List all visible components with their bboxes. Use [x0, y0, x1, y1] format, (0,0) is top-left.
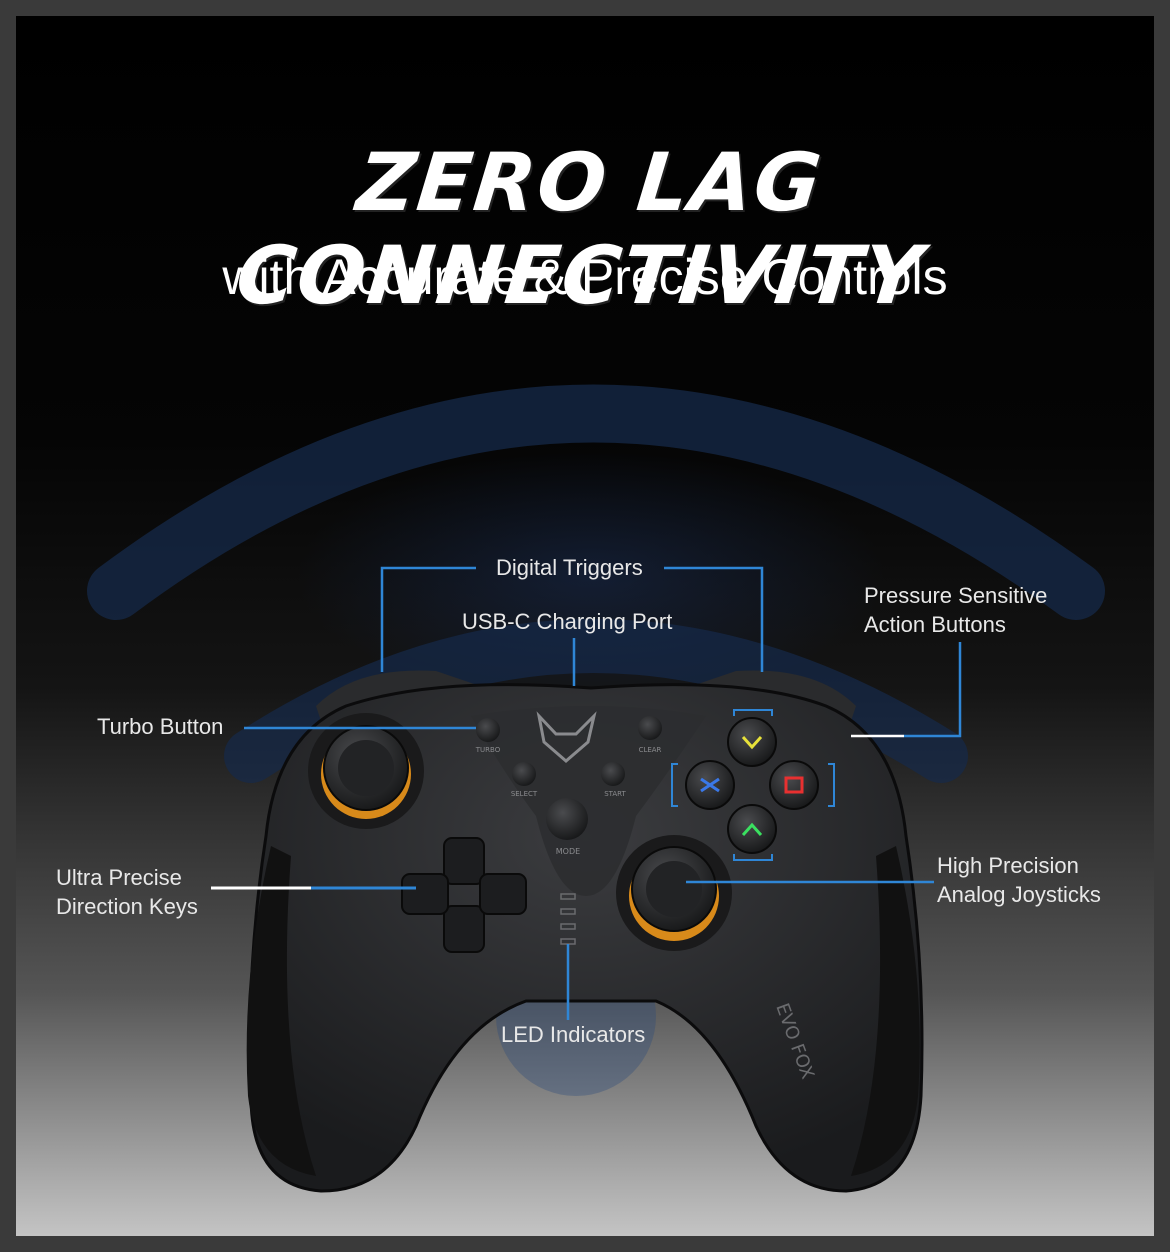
- mode-key-label: MODE: [556, 847, 580, 856]
- subheadline: with Accurate & Precise Controls: [222, 249, 948, 305]
- turbo-key-label: TURBO: [475, 746, 501, 754]
- callout-direction-line2: Direction Keys: [56, 894, 198, 919]
- callout-usb-c-port: USB-C Charging Port: [462, 609, 673, 634]
- callout-pressure-line2: Action Buttons: [864, 612, 1006, 637]
- gamepad-controller: TURBO CLEAR SELECT START MODE EVO FOX: [246, 670, 924, 1193]
- start-key-label: START: [604, 790, 626, 798]
- callout-joystick-line1: High Precision: [937, 853, 1079, 878]
- callout-joystick-line2: Analog Joysticks: [937, 882, 1101, 907]
- callout-direction-line1: Ultra Precise: [56, 865, 182, 890]
- callout-turbo-button: Turbo Button: [97, 714, 224, 739]
- callout-pressure-line1: Pressure Sensitive: [864, 583, 1048, 608]
- callout-led-indicators: LED Indicators: [501, 1022, 646, 1047]
- clear-key-label: CLEAR: [639, 746, 662, 754]
- select-key-label: SELECT: [511, 790, 538, 798]
- product-banner: ZERO LAG CONNECTIVITY with Accurate & Pr…: [16, 16, 1154, 1236]
- callout-digital-triggers: Digital Triggers: [496, 555, 643, 580]
